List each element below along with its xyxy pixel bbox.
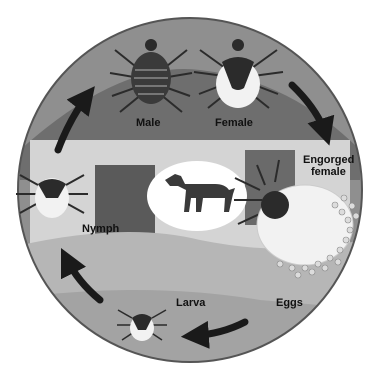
- label-eggs: Eggs: [276, 297, 303, 309]
- label-female: Female: [215, 117, 253, 129]
- label-nymph: Nymph: [82, 223, 120, 235]
- label-male: Male: [136, 117, 160, 129]
- label-engorged-1: Engorged: [303, 154, 354, 166]
- label-engorged-2: female: [311, 166, 346, 178]
- label-larva: Larva: [176, 297, 206, 309]
